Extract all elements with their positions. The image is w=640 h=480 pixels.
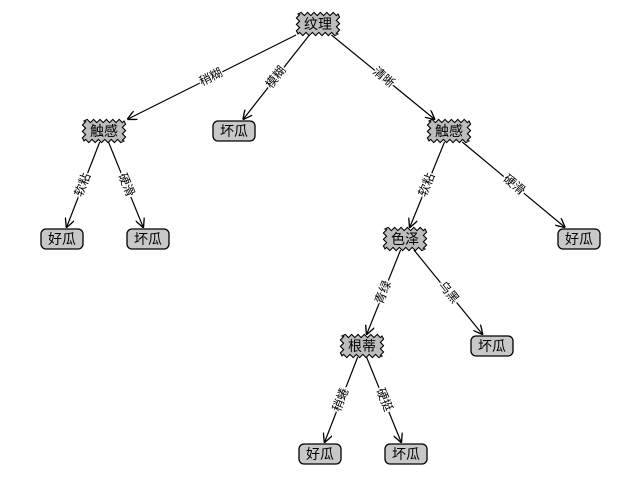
leaf-node-box bbox=[470, 335, 514, 357]
tree-edge-arrow bbox=[243, 34, 310, 119]
edge-label: 稍蜷 bbox=[330, 386, 352, 413]
decision-node-box bbox=[426, 118, 472, 144]
edges-layer bbox=[67, 34, 565, 442]
decision-node-box bbox=[382, 226, 428, 252]
node-label: 好瓜 bbox=[306, 447, 334, 463]
node-label: 根蒂 bbox=[348, 339, 376, 355]
node-label: 坏瓜 bbox=[392, 447, 420, 463]
leaf-node: 坏瓜 bbox=[126, 228, 170, 250]
decision-node: 触感 bbox=[426, 118, 472, 144]
leaf-node-box bbox=[298, 443, 342, 465]
decision-node: 色泽 bbox=[382, 226, 428, 252]
edge-label: 软粘 bbox=[415, 171, 438, 199]
node-label: 纹理 bbox=[304, 17, 332, 33]
decision-node-box bbox=[339, 333, 385, 359]
leaf-node-box bbox=[126, 228, 170, 250]
leaf-node: 坏瓜 bbox=[212, 120, 256, 142]
leaf-node-box bbox=[384, 443, 428, 465]
node-label: 坏瓜 bbox=[220, 124, 248, 140]
node-label: 色泽 bbox=[391, 231, 419, 248]
leaf-node: 好瓜 bbox=[557, 228, 601, 250]
tree-edge-arrow bbox=[365, 356, 401, 442]
leaf-node: 好瓜 bbox=[40, 228, 84, 250]
tree-edge-arrow bbox=[413, 249, 482, 334]
leaf-node-box bbox=[40, 228, 84, 250]
leaf-node: 坏瓜 bbox=[384, 443, 428, 465]
tree-edge-arrow bbox=[331, 34, 434, 119]
edge-label: 青绿 bbox=[371, 278, 394, 306]
node-label: 好瓜 bbox=[48, 232, 76, 248]
node-label: 坏瓜 bbox=[478, 339, 506, 355]
edge-label: 硬滑 bbox=[115, 171, 137, 199]
node-label: 坏瓜 bbox=[134, 232, 162, 248]
edge-label: 稍糊 bbox=[196, 65, 224, 89]
tree-edge-arrow bbox=[325, 356, 359, 442]
decision-node-box bbox=[295, 11, 341, 37]
edge-label: 软粘 bbox=[71, 171, 94, 199]
tree-edge-arrow bbox=[128, 34, 297, 119]
leaf-node: 坏瓜 bbox=[470, 335, 514, 357]
tree-edge-arrow bbox=[67, 141, 101, 227]
nodes-layer: 纹理触感坏瓜触感好瓜坏瓜色泽好瓜根蒂坏瓜好瓜坏瓜 bbox=[40, 11, 601, 465]
node-label: 好瓜 bbox=[565, 232, 593, 248]
decision-node-box bbox=[81, 118, 127, 144]
decision-node: 根蒂 bbox=[339, 333, 385, 359]
edge-label: 硬挺 bbox=[373, 386, 396, 414]
leaf-node: 好瓜 bbox=[298, 443, 342, 465]
tree-edge-arrow bbox=[367, 249, 402, 334]
leaf-node-box bbox=[212, 120, 256, 142]
node-label: 触感 bbox=[435, 123, 463, 140]
tree-edge-arrow bbox=[461, 141, 564, 227]
leaf-node-box bbox=[557, 228, 601, 250]
decision-node: 触感 bbox=[81, 118, 127, 144]
decision-node: 纹理 bbox=[295, 11, 341, 37]
node-label: 触感 bbox=[90, 123, 118, 140]
tree-edge-arrow bbox=[410, 141, 446, 227]
tree-edge-arrow bbox=[107, 141, 143, 227]
